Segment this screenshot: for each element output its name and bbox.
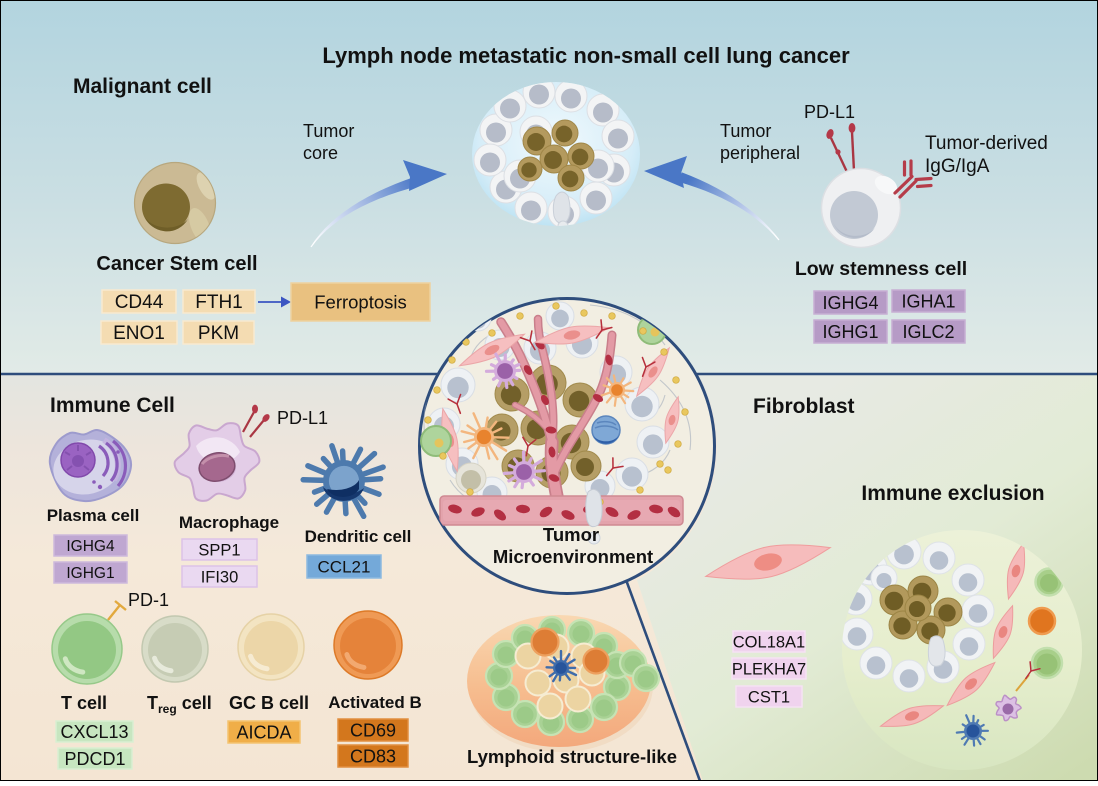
svg-text:Low stemness cell: Low stemness cell: [795, 258, 967, 280]
svg-text:PDCD1: PDCD1: [64, 749, 125, 769]
svg-text:CD69: CD69: [350, 720, 396, 740]
svg-text:IGHG4: IGHG4: [822, 293, 878, 313]
svg-text:core: core: [303, 143, 338, 163]
svg-text:Fibroblast: Fibroblast: [753, 395, 855, 418]
svg-text:T cell: T cell: [61, 693, 107, 713]
svg-text:IGHA1: IGHA1: [901, 291, 955, 311]
svg-text:Tumor: Tumor: [303, 121, 354, 141]
svg-text:Ferroptosis: Ferroptosis: [314, 291, 407, 312]
svg-text:Malignant cell: Malignant cell: [73, 75, 212, 98]
svg-text:AICDA: AICDA: [236, 722, 291, 742]
svg-text:IGHG1: IGHG1: [66, 565, 114, 582]
svg-text:IFI30: IFI30: [201, 568, 239, 586]
svg-text:Cancer Stem cell: Cancer Stem cell: [96, 253, 257, 275]
svg-text:GC B cell: GC B cell: [229, 693, 309, 713]
svg-text:IGLC2: IGLC2: [902, 322, 954, 342]
svg-text:ENO1: ENO1: [113, 323, 165, 344]
svg-text:SPP1: SPP1: [198, 541, 240, 559]
svg-text:PD-1: PD-1: [128, 590, 169, 610]
svg-text:CCL21: CCL21: [318, 557, 371, 576]
svg-text:Tumor-derived: Tumor-derived: [925, 133, 1048, 154]
svg-text:Tumor: Tumor: [720, 121, 771, 141]
svg-text:Lymphoid structure-like: Lymphoid structure-like: [467, 746, 677, 767]
svg-text:peripheral: peripheral: [720, 143, 800, 163]
svg-text:Macrophage: Macrophage: [179, 513, 279, 532]
svg-text:PD-L1: PD-L1: [804, 102, 855, 122]
svg-text:CD44: CD44: [115, 292, 164, 313]
svg-text:Microenvironment: Microenvironment: [493, 546, 653, 567]
svg-text:IGHG4: IGHG4: [66, 538, 115, 555]
svg-text:Lymph node metastatic non-smal: Lymph node metastatic non-small cell lun…: [322, 43, 850, 68]
svg-text:Activated B: Activated B: [328, 693, 422, 712]
svg-text:PD-L1: PD-L1: [277, 408, 328, 428]
svg-text:Immune Cell: Immune Cell: [50, 394, 175, 417]
svg-text:PLEKHA7: PLEKHA7: [732, 660, 806, 678]
svg-text:COL18A1: COL18A1: [733, 633, 805, 651]
svg-text:Treg cell: Treg cell: [147, 693, 212, 716]
svg-text:CD83: CD83: [350, 746, 396, 766]
svg-text:Tumor: Tumor: [543, 524, 599, 545]
svg-text:IgG/IgA: IgG/IgA: [925, 156, 990, 177]
svg-text:PKM: PKM: [198, 323, 239, 344]
svg-text:CST1: CST1: [748, 688, 790, 706]
svg-text:FTH1: FTH1: [195, 292, 243, 313]
svg-text:Dendritic cell: Dendritic cell: [305, 527, 412, 546]
svg-text:IGHG1: IGHG1: [822, 322, 878, 342]
svg-text:Plasma cell: Plasma cell: [47, 506, 140, 525]
svg-text:Immune exclusion: Immune exclusion: [861, 482, 1044, 505]
svg-text:CXCL13: CXCL13: [60, 722, 128, 742]
